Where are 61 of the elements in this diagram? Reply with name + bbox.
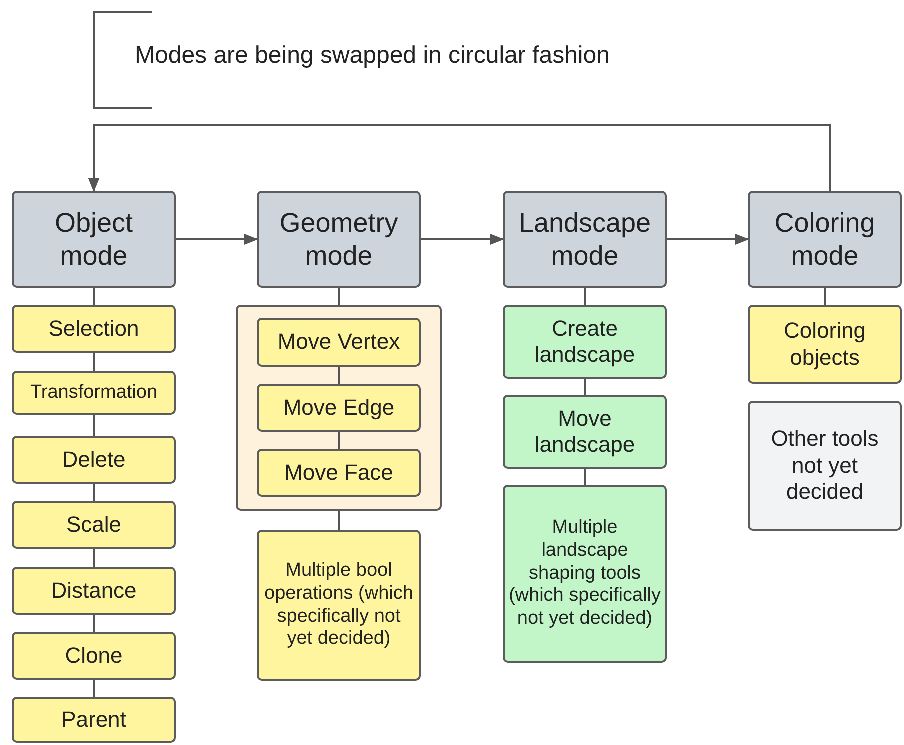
- node-label: Multiple bool operations (which specifically not yet decided): [264, 560, 414, 652]
- process-box: [12, 436, 176, 484]
- group-box: [236, 305, 442, 511]
- connector-line: [93, 484, 95, 501]
- arrow: [88, 124, 831, 192]
- process-box: [503, 191, 667, 288]
- node-label: Coloring objects: [783, 318, 867, 371]
- arrow: [176, 234, 258, 246]
- connector-line: [338, 432, 340, 449]
- node-label: Clone: [64, 642, 124, 670]
- connector-line: [584, 469, 586, 485]
- node-label: Move Edge: [282, 394, 396, 422]
- connector-line: [93, 288, 95, 305]
- node-label: Coloring mode: [774, 207, 876, 272]
- note-text: Modes are being swapped in circular fashion: [135, 42, 610, 70]
- process-box: [748, 401, 902, 531]
- process-box: [12, 501, 176, 549]
- process-box: [257, 449, 421, 497]
- connector-line: [338, 367, 340, 384]
- node-label: Object mode: [54, 207, 134, 272]
- process-box: [748, 305, 902, 384]
- node-label: Other tools not yet decided: [770, 426, 880, 506]
- process-box: [503, 395, 667, 469]
- node-label: Parent: [60, 706, 128, 734]
- node-label: Create landscape: [534, 316, 636, 368]
- node-label: Delete: [61, 446, 127, 474]
- node-label: Multiple landscape shaping tools (which specifically not yet decided): [508, 517, 662, 631]
- arrow: [667, 234, 750, 246]
- process-box: [257, 384, 421, 432]
- process-box: [257, 530, 421, 681]
- process-box: [503, 305, 667, 379]
- node-label: Distance: [50, 578, 138, 604]
- process-box: [12, 305, 176, 353]
- node-label: Move Face: [284, 460, 394, 486]
- node-label: Scale: [65, 512, 123, 538]
- process-box: [12, 632, 176, 680]
- connector-line: [93, 415, 95, 436]
- connector-line: [93, 615, 95, 632]
- connector-line: [584, 379, 586, 395]
- process-box: [748, 191, 902, 288]
- connector-line: [824, 288, 826, 305]
- connector-line: [338, 511, 340, 530]
- node-label: Landscape mode: [518, 207, 652, 272]
- process-box: [12, 567, 176, 615]
- connector-line: [338, 288, 340, 305]
- connector-line: [93, 353, 95, 371]
- node-label: Selection: [48, 316, 140, 342]
- process-box: [12, 697, 176, 743]
- node-label: Move landscape: [534, 406, 636, 458]
- node-label: Geometry mode: [278, 207, 400, 272]
- node-label: Move Vertex: [276, 329, 402, 356]
- connector-line: [584, 288, 586, 305]
- process-box: [503, 485, 667, 663]
- process-box: [257, 191, 421, 288]
- arrow: [421, 234, 504, 246]
- process-box: [12, 371, 176, 415]
- connector-line: [93, 549, 95, 567]
- process-box: [12, 191, 176, 288]
- process-box: [257, 318, 421, 367]
- node-label: Transformation: [29, 382, 159, 404]
- connector-line: [93, 680, 95, 697]
